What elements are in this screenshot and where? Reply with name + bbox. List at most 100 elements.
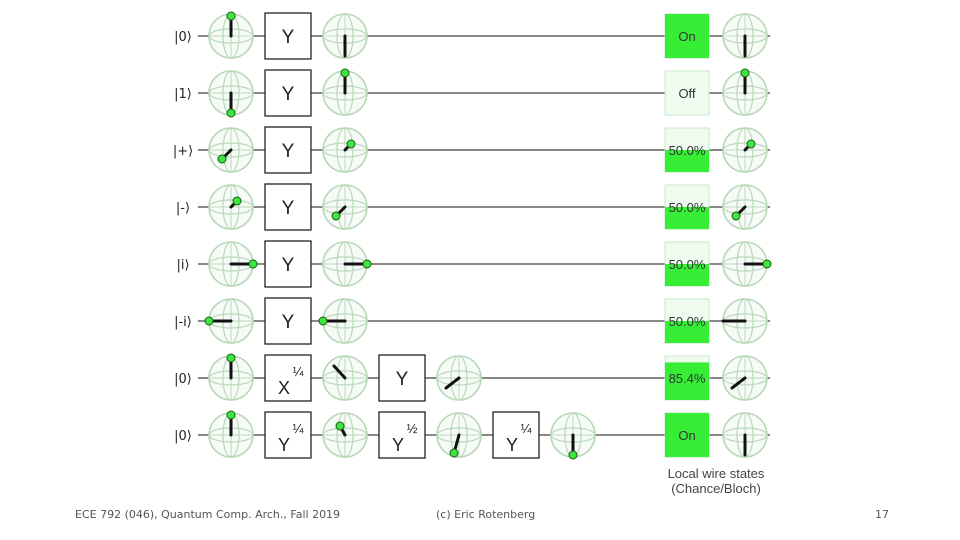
bloch-sphere [436,355,482,401]
meter-fill [665,413,709,457]
bloch-sphere [322,127,368,173]
state-vector-tip [346,139,356,149]
probability-meter: 50.0% [664,241,710,287]
state-vector-tip [232,196,242,206]
qubit-initial-state: |i⟩ [176,258,189,273]
gate-label: Y [396,369,409,390]
gate-y: Y [264,12,312,60]
gate-box [492,411,540,459]
state-vector-tip [340,68,350,78]
meter-fill [665,362,709,400]
gate-label: Y [506,435,518,455]
qubit-initial-state: |-i⟩ [174,315,192,330]
state-vector-tip [226,353,236,363]
bloch-sphere [208,70,254,118]
state-vector [444,376,461,390]
meter-value: 50.0% [669,143,706,158]
bloch-sphere [208,127,254,173]
bloch-sphere [722,127,768,173]
bloch-sphere [208,241,258,287]
gate-y: Y [264,240,312,288]
meter-fill [665,321,709,343]
gate-label: Y [282,312,295,333]
gate-label: Y [392,435,404,455]
bloch-sphere [322,412,368,458]
state-vector-tip [226,108,236,118]
meter-value: On [678,29,695,44]
caption-title: Local wire states [668,466,765,481]
qubit-row: |-i⟩ Y 50.0% [174,297,770,345]
bloch-sphere [721,298,768,344]
qubit-row: |-⟩ Y 50.0% [176,183,770,231]
state-vector-tip [226,410,236,420]
gate-y: Y [264,297,312,345]
bloch-sphere [436,412,482,458]
qubit-row: |i⟩ Y 50.0% [176,240,772,288]
slide-number: 17 [875,508,889,521]
footer-course: ECE 792 (046), Quantum Comp. Arch., Fall… [75,508,341,521]
probability-meter: Off [664,70,710,116]
gate-y: Y [264,69,312,117]
gate-label: Y [282,27,295,48]
state-vector-tip [217,154,227,164]
qubit-initial-state: |0⟩ [174,429,192,444]
qubit-initial-state: |0⟩ [174,30,192,45]
qubit-initial-state: |-⟩ [176,201,190,216]
state-vector-tip [362,259,372,269]
probability-meter: 50.0% [664,298,710,344]
gate-box [264,183,312,231]
probability-meter: 85.4% [664,355,710,401]
qubit-initial-state: |0⟩ [174,372,192,387]
gate-y: Y¼ [492,411,540,459]
gate-box [264,354,312,402]
state-vector-tip [762,259,772,269]
qubit-row: |0⟩ X¼ Y 85.4% [174,353,770,402]
qubit-row: |+⟩ Y 50.0% [173,126,770,174]
gate-y: Y [264,126,312,174]
bloch-sphere [722,68,768,116]
meter-fill [665,264,709,286]
gate-box [264,12,312,60]
gate-box [264,240,312,288]
bloch-sphere [208,11,254,59]
gate-box [264,69,312,117]
meter-fill [665,207,709,229]
bloch-sphere [318,298,368,344]
meter-background [664,70,710,116]
bloch-sphere [208,353,254,401]
gate-exponent: ¼ [293,364,304,379]
gate-label: X [278,378,290,398]
meter-fill [665,14,709,58]
probability-meter: On [664,13,710,59]
gate-y: Y½ [378,411,426,459]
bloch-sphere [322,13,368,59]
bloch-sphere [550,412,596,460]
gate-box [264,297,312,345]
bloch-sphere [204,298,254,344]
gate-label: Y [282,198,295,219]
meter-value: 50.0% [669,257,706,272]
probability-meter: On [664,412,710,458]
gate-box [264,126,312,174]
gate-exponent: ½ [407,421,418,436]
state-vector-tip [568,450,578,460]
qubit-row: |0⟩ Y On [174,11,770,60]
bloch-sphere [322,355,368,401]
qubit-initial-state: |+⟩ [173,144,193,159]
probability-meter: 50.0% [664,184,710,230]
state-vector-tip [318,316,328,326]
gate-box [378,354,426,402]
gate-y: Y [378,354,426,402]
bloch-sphere [722,355,768,401]
meter-value: 50.0% [669,314,706,329]
gate-box [378,411,426,459]
gate-box [264,411,312,459]
meter-value: On [678,428,695,443]
bloch-sphere [322,68,368,116]
meter-value: 85.4% [669,371,706,386]
state-vector-tip [226,11,236,21]
gate-label: Y [282,255,295,276]
meter-value: 50.0% [669,200,706,215]
